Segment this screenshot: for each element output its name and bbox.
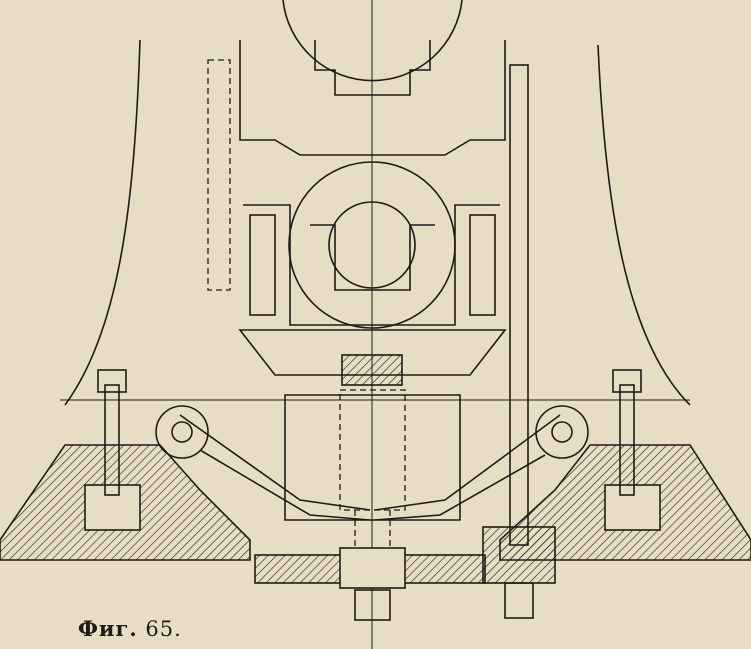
left-pivot bbox=[155, 405, 209, 459]
left-lever bbox=[179, 414, 371, 511]
pinion-gear bbox=[482, 526, 556, 584]
right-bolt bbox=[619, 384, 635, 496]
right-frame-outline bbox=[597, 44, 691, 406]
spindle-coupling bbox=[341, 354, 403, 386]
housing bbox=[284, 394, 461, 521]
right-pivot bbox=[535, 405, 589, 459]
shaft-end bbox=[354, 589, 391, 621]
left-frame-outline bbox=[64, 39, 141, 406]
figure-number: 65. bbox=[145, 617, 182, 641]
upper-roll bbox=[282, 0, 463, 82]
right-lever bbox=[374, 414, 561, 511]
roll-neck bbox=[328, 201, 416, 289]
figure-label: Фиг. bbox=[78, 616, 138, 641]
left-bolt bbox=[104, 384, 120, 496]
chock-base bbox=[238, 329, 507, 376]
figure-caption: Фиг. 65. bbox=[78, 616, 182, 641]
